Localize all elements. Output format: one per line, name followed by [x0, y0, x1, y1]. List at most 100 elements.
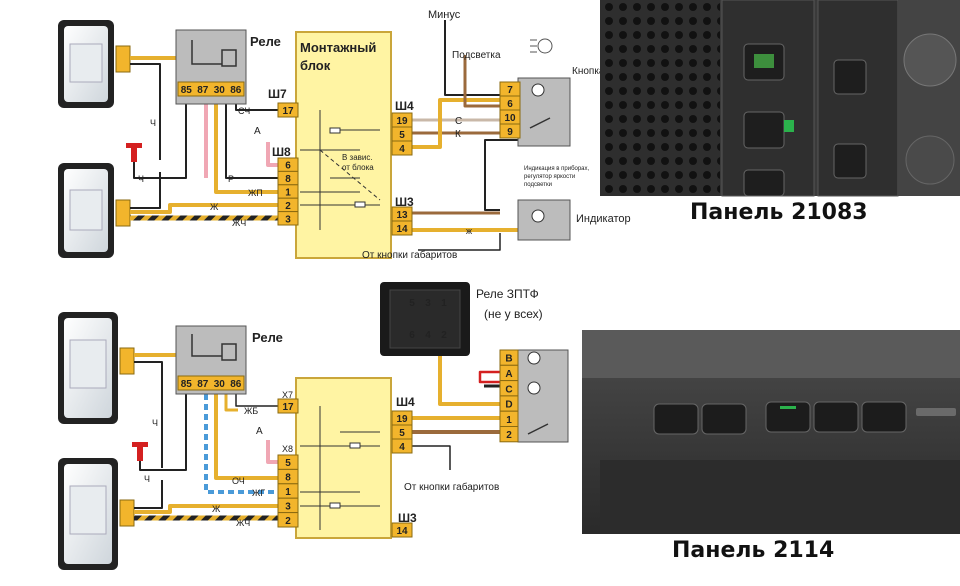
- wire-ch-bottom-2: Ч: [144, 474, 150, 484]
- connector-pin: [391, 220, 413, 236]
- block-label-line2: блок: [300, 58, 331, 73]
- inside-note-2: от блока: [342, 163, 374, 172]
- connector-pin: [277, 211, 299, 226]
- connector-pin: [499, 123, 521, 139]
- zptf-pin-number: 5: [409, 298, 415, 309]
- connector-pin: [391, 438, 413, 454]
- relay-pin-number: 30: [214, 379, 226, 390]
- pin-number: 2: [285, 201, 291, 212]
- relay-pin-number: 85: [181, 85, 193, 96]
- lamp-connector: [119, 347, 135, 375]
- zptf-pin-number: 1: [441, 298, 447, 309]
- pin-number: 1: [285, 487, 291, 498]
- indication-note-1: Индикация в приборах,: [524, 166, 590, 172]
- pin-number: 14: [396, 224, 408, 235]
- sh4-label-top: Ш4: [395, 99, 414, 113]
- x8-wire-och: ОЧ: [232, 476, 245, 486]
- x8-wire-zh: Ж: [212, 504, 221, 514]
- fog-lamp-bottom-1: [58, 312, 118, 424]
- fog-lamp-bottom-2: [58, 458, 118, 570]
- x7-label: X7: [282, 390, 293, 400]
- pin-number: 2: [506, 430, 512, 441]
- zptf-label-2: (не у всех): [484, 307, 543, 321]
- block-internal-top: [300, 110, 381, 230]
- wire-c-label: С: [455, 116, 462, 127]
- x8-label: X8: [282, 444, 293, 454]
- inside-note-1: В завис.: [342, 153, 373, 162]
- block-label-line1: Монтажный: [300, 40, 376, 55]
- sh3-label-top: Ш3: [395, 195, 414, 209]
- connector-x7: 17: [277, 398, 299, 414]
- a-plus-bottom: А: [256, 426, 263, 437]
- sh8-wire-zhch: ЖЧ: [232, 218, 246, 228]
- backlight-label: Подсветка: [452, 50, 501, 61]
- from-button-bottom: От кнопки габаритов: [404, 481, 499, 493]
- pin-number: B: [505, 354, 512, 365]
- pin-number: 19: [396, 116, 408, 127]
- fuse-bottom: [132, 442, 148, 461]
- pin-number: 17: [282, 106, 294, 117]
- lamp-connector: [115, 199, 131, 227]
- zptf-pin-number: 6: [409, 330, 415, 341]
- pin-number: 8: [285, 473, 291, 484]
- relay-pin-number: 87: [197, 85, 209, 96]
- switch-photo: [765, 401, 811, 433]
- indication-note-2: регулятор яркости: [524, 174, 575, 180]
- relay-label-top: Реле: [250, 34, 281, 49]
- sh3-label-bottom: Ш3: [398, 511, 417, 525]
- wire-k-label: К: [455, 129, 461, 140]
- connector-pin: [277, 102, 299, 118]
- a-plus-top: А: [254, 126, 261, 137]
- panel-photo-2114: [582, 330, 960, 534]
- relay-pin-number: 87: [197, 379, 209, 390]
- connector-pin: [391, 140, 413, 156]
- relay-pin-number: 30: [214, 85, 226, 96]
- sh8-label: Ш8: [272, 145, 291, 159]
- relay-pin-number: 86: [230, 379, 242, 390]
- x8-wire-zhg: ЖГ: [252, 488, 265, 498]
- button-label: Кнопка: [572, 66, 605, 77]
- sh4-label-bottom: Ш4: [396, 395, 415, 409]
- switch-photo: [653, 403, 699, 435]
- sh7-label: Ш7: [268, 87, 287, 101]
- pin-number: 7: [507, 85, 513, 96]
- pin-number: 19: [396, 414, 408, 425]
- pin-number: 3: [285, 214, 291, 225]
- zptf-pin-number: 4: [425, 330, 431, 341]
- block-internal-bottom: [300, 406, 380, 530]
- connector-pin: [391, 522, 413, 538]
- indicator-box-top: [517, 199, 571, 241]
- sh7-wire: СЧ: [238, 106, 250, 116]
- pin-number: 17: [282, 402, 294, 413]
- pin-number: 14: [396, 526, 408, 537]
- zptf-relay: [380, 282, 470, 356]
- top-wires: [130, 20, 520, 251]
- lamp-connector: [119, 499, 135, 527]
- pin-number: 4: [399, 442, 405, 453]
- zptf-label-1: Реле ЗПТФ: [476, 287, 539, 301]
- pin-number: 5: [285, 458, 291, 469]
- x8-wire-zhch: ЖЧ: [236, 518, 250, 528]
- button-box-top: [517, 77, 571, 147]
- from-button-top: От кнопки габаритов: [362, 249, 457, 261]
- indication-note-3: подсветки: [524, 182, 552, 188]
- panel-photo-21083: [600, 0, 960, 197]
- switch-photo: [701, 403, 747, 435]
- switch-photo: [813, 401, 859, 433]
- fog-button-photo: [743, 111, 785, 149]
- x7-wire: ЖБ: [244, 406, 258, 416]
- connector-pin: [277, 512, 299, 528]
- wire-ch-top-1: Ч: [150, 118, 156, 128]
- fog-lamp-top-1: [58, 20, 114, 108]
- relay-top: [175, 29, 247, 105]
- pin-number: D: [505, 400, 512, 411]
